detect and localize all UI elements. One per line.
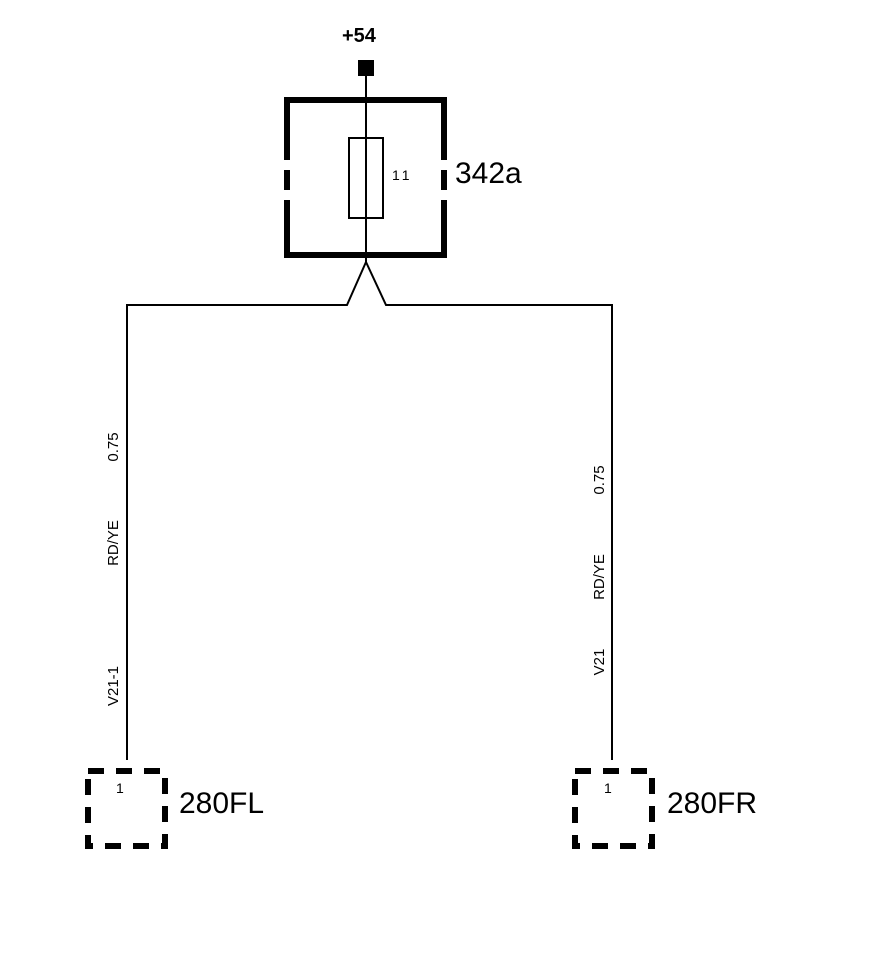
- right-connector: [572, 768, 655, 849]
- left-wire-size: 0.75: [105, 432, 122, 461]
- left-connector-pin: 1: [116, 780, 124, 796]
- left-wire-code: V21-1: [105, 666, 122, 706]
- fuse-number: 11: [392, 167, 413, 183]
- left-connector-label: 280FL: [179, 787, 264, 820]
- right-wire-size: 0.75: [591, 465, 608, 494]
- right-wire-code: V21: [591, 649, 608, 676]
- fuse-box-label: 342a: [455, 157, 522, 190]
- branch-wire: [126, 259, 613, 760]
- left-wire-labels: V21-1 RD/YE 0.75: [105, 432, 122, 706]
- right-wire-color: RD/YE: [591, 554, 608, 600]
- left-connector: [85, 768, 168, 849]
- right-connector-label: 280FR: [667, 787, 757, 820]
- left-wire-color: RD/YE: [105, 520, 122, 566]
- supply-label: +54: [342, 25, 377, 47]
- right-wire-labels: V21 RD/YE 0.75: [591, 465, 608, 675]
- right-connector-pin: 1: [604, 780, 612, 796]
